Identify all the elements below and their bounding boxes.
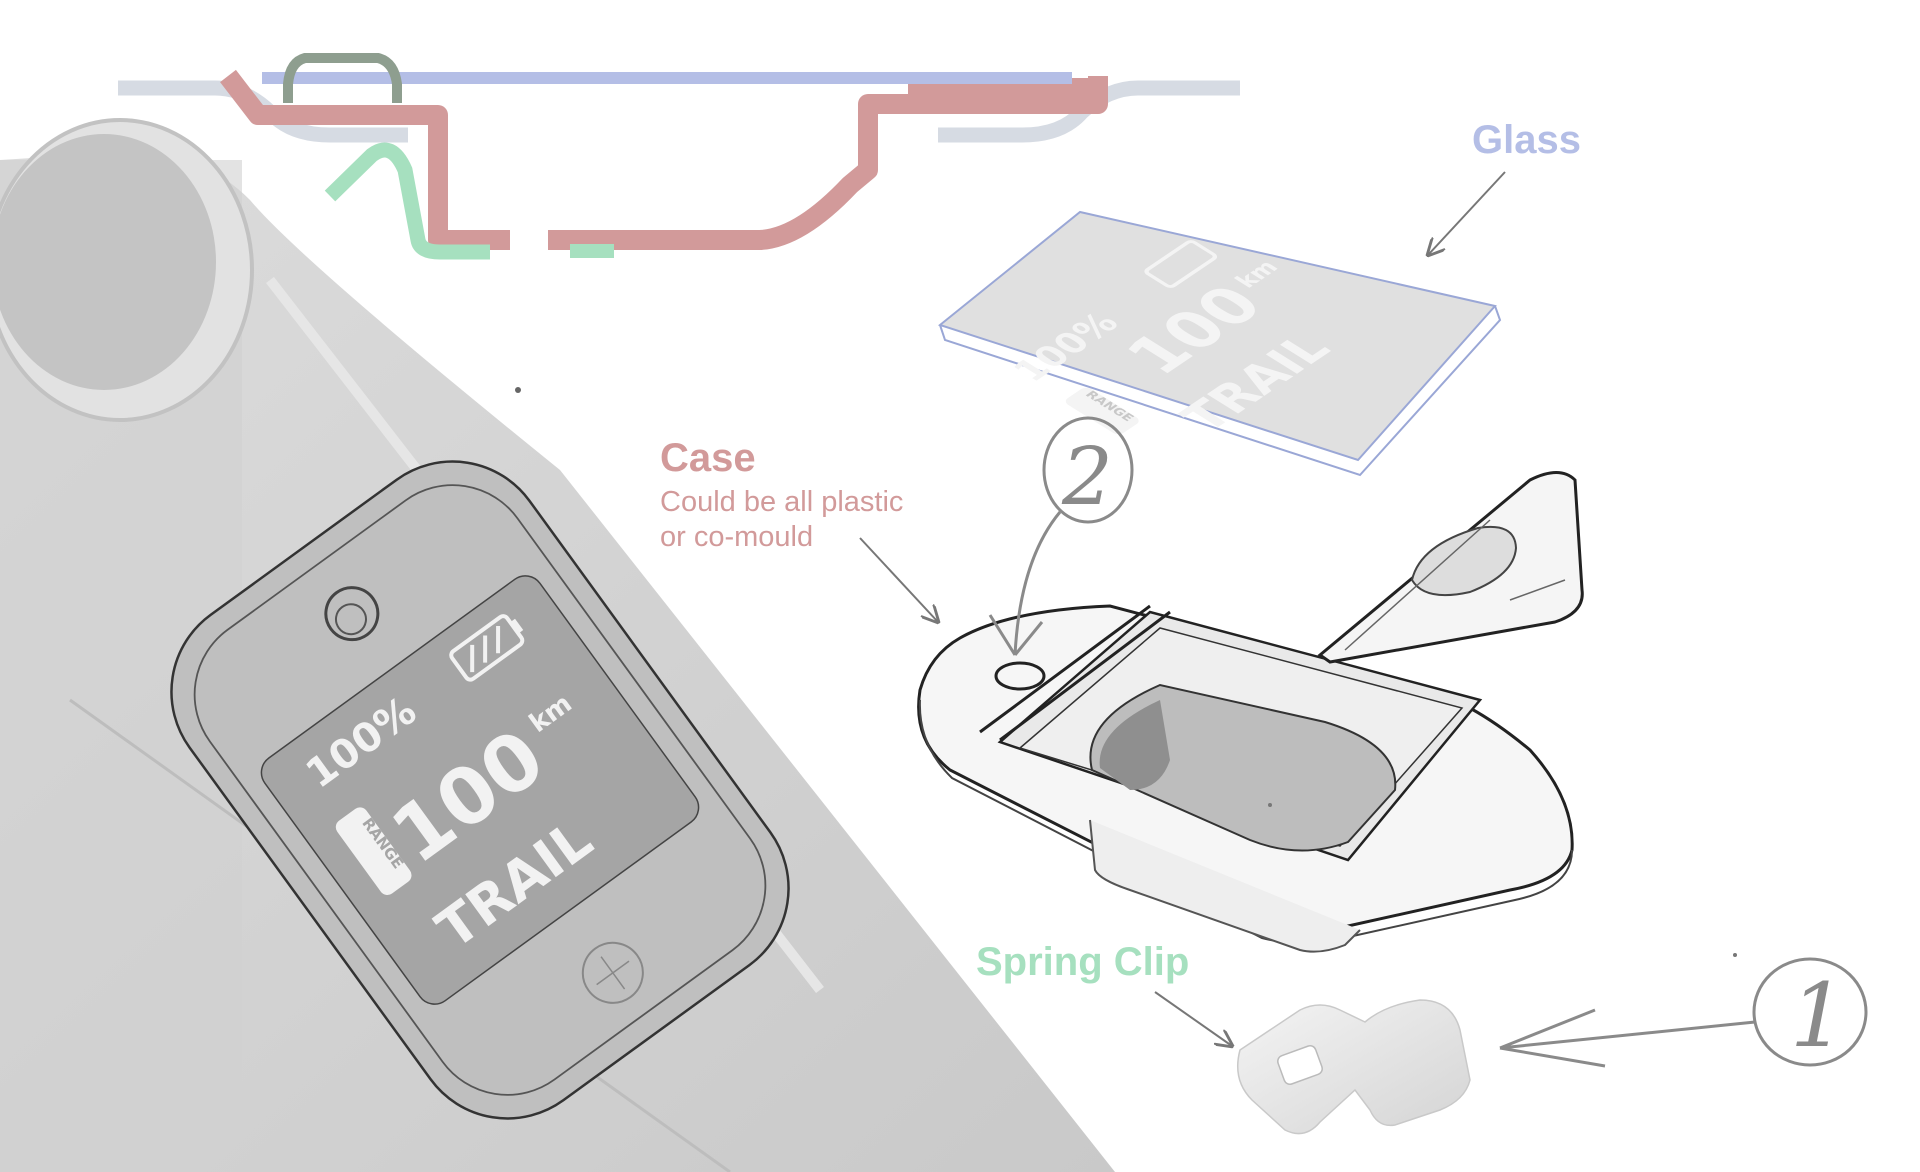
glass-arrow	[1428, 171, 1506, 255]
cross-section	[118, 53, 1240, 260]
head-tube-bore	[0, 134, 216, 390]
case-label: Case	[660, 436, 756, 480]
callout-two-circle	[1042, 416, 1134, 524]
section-glass	[262, 72, 1072, 84]
frame-battery-stripes	[470, 626, 501, 673]
spring-clip-label: Spring Clip	[976, 940, 1190, 984]
case-clip-tab	[1317, 471, 1584, 664]
frame-battery-tip	[510, 618, 524, 634]
callout-one-leader	[1499, 1008, 1756, 1068]
case-note-line-1: Could be all plastic	[660, 486, 904, 518]
glass-part: 100% 100 km RANGE TRAIL	[937, 171, 1506, 477]
glass-label: Glass	[1472, 118, 1581, 162]
glass-thickness	[939, 305, 1502, 477]
case-part	[917, 604, 1574, 953]
frame-display-screen	[260, 575, 700, 1005]
section-clip-profile	[324, 142, 490, 260]
callout-one-number: 1	[1790, 964, 1846, 1067]
case-lower-body	[1089, 819, 1361, 953]
case-arrow	[859, 537, 938, 622]
sketch-dot	[1268, 803, 1272, 807]
section-button-cap	[283, 53, 402, 103]
glass-range-pill	[1065, 387, 1139, 435]
callout-one-circle	[1752, 957, 1868, 1067]
frame-display-unit: 100% RANGE 100 km TRAIL	[170, 460, 790, 1120]
glass-battery-icon	[1144, 240, 1218, 288]
spring-clip-slot	[1277, 1045, 1323, 1085]
case-clip-tab-line	[1344, 519, 1566, 651]
sketch-dot	[1733, 953, 1737, 957]
spring-clip-part	[1154, 991, 1471, 1135]
frame-screw-hole-bottom	[581, 941, 644, 1004]
frame-range-pill	[335, 807, 412, 896]
callout-two-leader	[988, 511, 1062, 656]
case-clip-tab-inner	[1410, 526, 1518, 597]
spring-clip-body	[1237, 999, 1471, 1135]
callout-two: 2	[988, 416, 1134, 656]
battery-full-icon	[449, 614, 525, 682]
case-screw-hole	[994, 661, 1046, 691]
callout-two-number: 2	[1061, 430, 1113, 523]
callout-one: 1	[1499, 957, 1868, 1068]
sketch-dot	[515, 387, 521, 393]
frame-display-bezel	[193, 484, 767, 1096]
section-clip-foot	[570, 244, 614, 258]
frame-screw-cross	[596, 956, 630, 990]
frame-screw-hole-top	[324, 586, 380, 642]
case-divider	[979, 604, 1171, 742]
spring-clip-arrow	[1154, 991, 1232, 1046]
frame-screw-hole-inner	[334, 603, 367, 636]
section-case-profile	[220, 69, 1108, 250]
case-cavity	[1089, 683, 1397, 852]
case-note-line-2: or co-mould	[660, 521, 814, 553]
case-cavity-shadow	[1099, 700, 1170, 790]
